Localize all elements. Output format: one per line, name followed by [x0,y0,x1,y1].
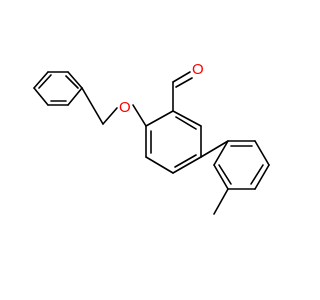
molecule-diagram: O O [33,61,270,215]
benzyl-ring [33,71,83,106]
double-bond-inner [38,74,52,89]
bond [145,110,174,127]
bond [254,164,270,190]
bond [172,156,202,174]
bond [200,140,229,158]
bond [132,104,147,127]
ether-oxygen-label: O [119,99,131,116]
bond [33,71,49,89]
bond [175,77,193,88]
double-bond-inner [175,116,197,130]
bond [213,164,229,190]
aldehyde-oxygen-label: O [192,61,204,78]
tolyl-ring [200,140,270,215]
double-bond-inner [174,154,197,168]
double-bond-inner [250,164,264,185]
bond [213,140,229,166]
double-bond-inner [218,164,232,185]
bond [172,71,191,83]
structure-svg: O O [33,61,270,215]
bond [33,87,49,106]
bond [254,140,270,166]
central-ring [145,110,202,174]
bond [67,71,83,89]
bond [145,156,174,174]
bond [81,87,104,125]
benzyl-linker [81,87,147,127]
bond [172,110,202,127]
methyl-bond [213,188,229,215]
double-bond-inner [65,75,79,89]
aldehyde-group [172,71,193,112]
bond [102,107,118,125]
atom-labels: O O [119,61,204,116]
bond [67,87,83,106]
